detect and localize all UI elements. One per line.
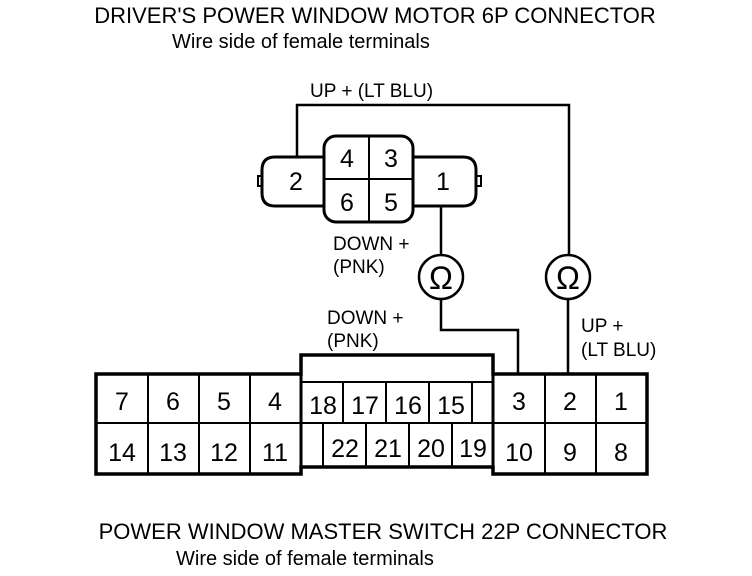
motor-pin-2: 2 xyxy=(289,168,303,196)
motor-pin-5: 5 xyxy=(384,189,398,217)
master-22p-connector xyxy=(94,353,649,476)
motor-pin-6: 6 xyxy=(340,189,354,217)
ohm-symbol-left: Ω xyxy=(429,260,453,296)
up-wire-top xyxy=(295,103,571,254)
motor-pin-4: 4 xyxy=(340,145,354,173)
up-lt-blu-label-switch-line2: (LT BLU) xyxy=(581,340,656,361)
ohm-symbol-right: Ω xyxy=(556,260,580,296)
motor-pin-3: 3 xyxy=(384,145,398,173)
switch-pin-11: 11 xyxy=(262,439,288,467)
switch-pin-6: 6 xyxy=(166,388,180,416)
up-lt-blu-label-top: UP + (LT BLU) xyxy=(310,81,433,102)
switch-pin-4: 4 xyxy=(268,388,282,416)
switch-pin-21: 21 xyxy=(374,435,402,463)
switch-pin-1: 1 xyxy=(614,388,628,416)
down-pnk-label-motor-line1: DOWN + xyxy=(333,234,410,255)
switch-pin-9: 9 xyxy=(563,439,577,467)
switch-pin-10: 10 xyxy=(505,439,533,467)
down-pnk-label-motor-line2: (PNK) xyxy=(333,257,385,278)
switch-pin-22: 22 xyxy=(331,435,359,463)
switch-pin-19: 19 xyxy=(459,435,487,463)
switch-pin-17: 17 xyxy=(351,392,379,420)
switch-pin-5: 5 xyxy=(217,388,231,416)
switch-pin-3: 3 xyxy=(512,388,526,416)
motor-connector-subtitle: Wire side of female terminals xyxy=(172,31,430,53)
master-switch-title: POWER WINDOW MASTER SWITCH 22P CONNECTOR xyxy=(99,519,668,544)
down-pnk-label-switch-line2: (PNK) xyxy=(327,331,379,352)
switch-pin-16: 16 xyxy=(394,392,422,420)
down-wire-switch xyxy=(439,299,520,374)
motor-pin-1: 1 xyxy=(436,168,450,196)
left-tab-outline xyxy=(260,155,324,208)
right-tab-outline xyxy=(413,155,478,208)
switch-pin-8: 8 xyxy=(614,439,628,467)
switch-pin-15: 15 xyxy=(437,392,465,420)
switch-pin-12: 12 xyxy=(210,439,238,467)
switch-pin-13: 13 xyxy=(159,439,187,467)
master-switch-subtitle: Wire side of female terminals xyxy=(176,548,434,570)
up-lt-blu-label-switch-line1: UP + xyxy=(581,316,623,337)
switch-pin-18: 18 xyxy=(309,392,337,420)
ohmmeter-icon: Ω xyxy=(544,253,592,301)
motor-connector-title: DRIVER'S POWER WINDOW MOTOR 6P CONNECTOR xyxy=(94,3,656,28)
switch-pin-20: 20 xyxy=(417,435,445,463)
switch-pin-2: 2 xyxy=(563,388,577,416)
switch-pin-7: 7 xyxy=(115,388,129,416)
ohmmeter-icon: Ω xyxy=(417,253,465,301)
motor-6p-connector xyxy=(257,134,482,224)
down-pnk-label-switch-line1: DOWN + xyxy=(327,308,404,329)
switch-pin-14: 14 xyxy=(108,439,136,467)
